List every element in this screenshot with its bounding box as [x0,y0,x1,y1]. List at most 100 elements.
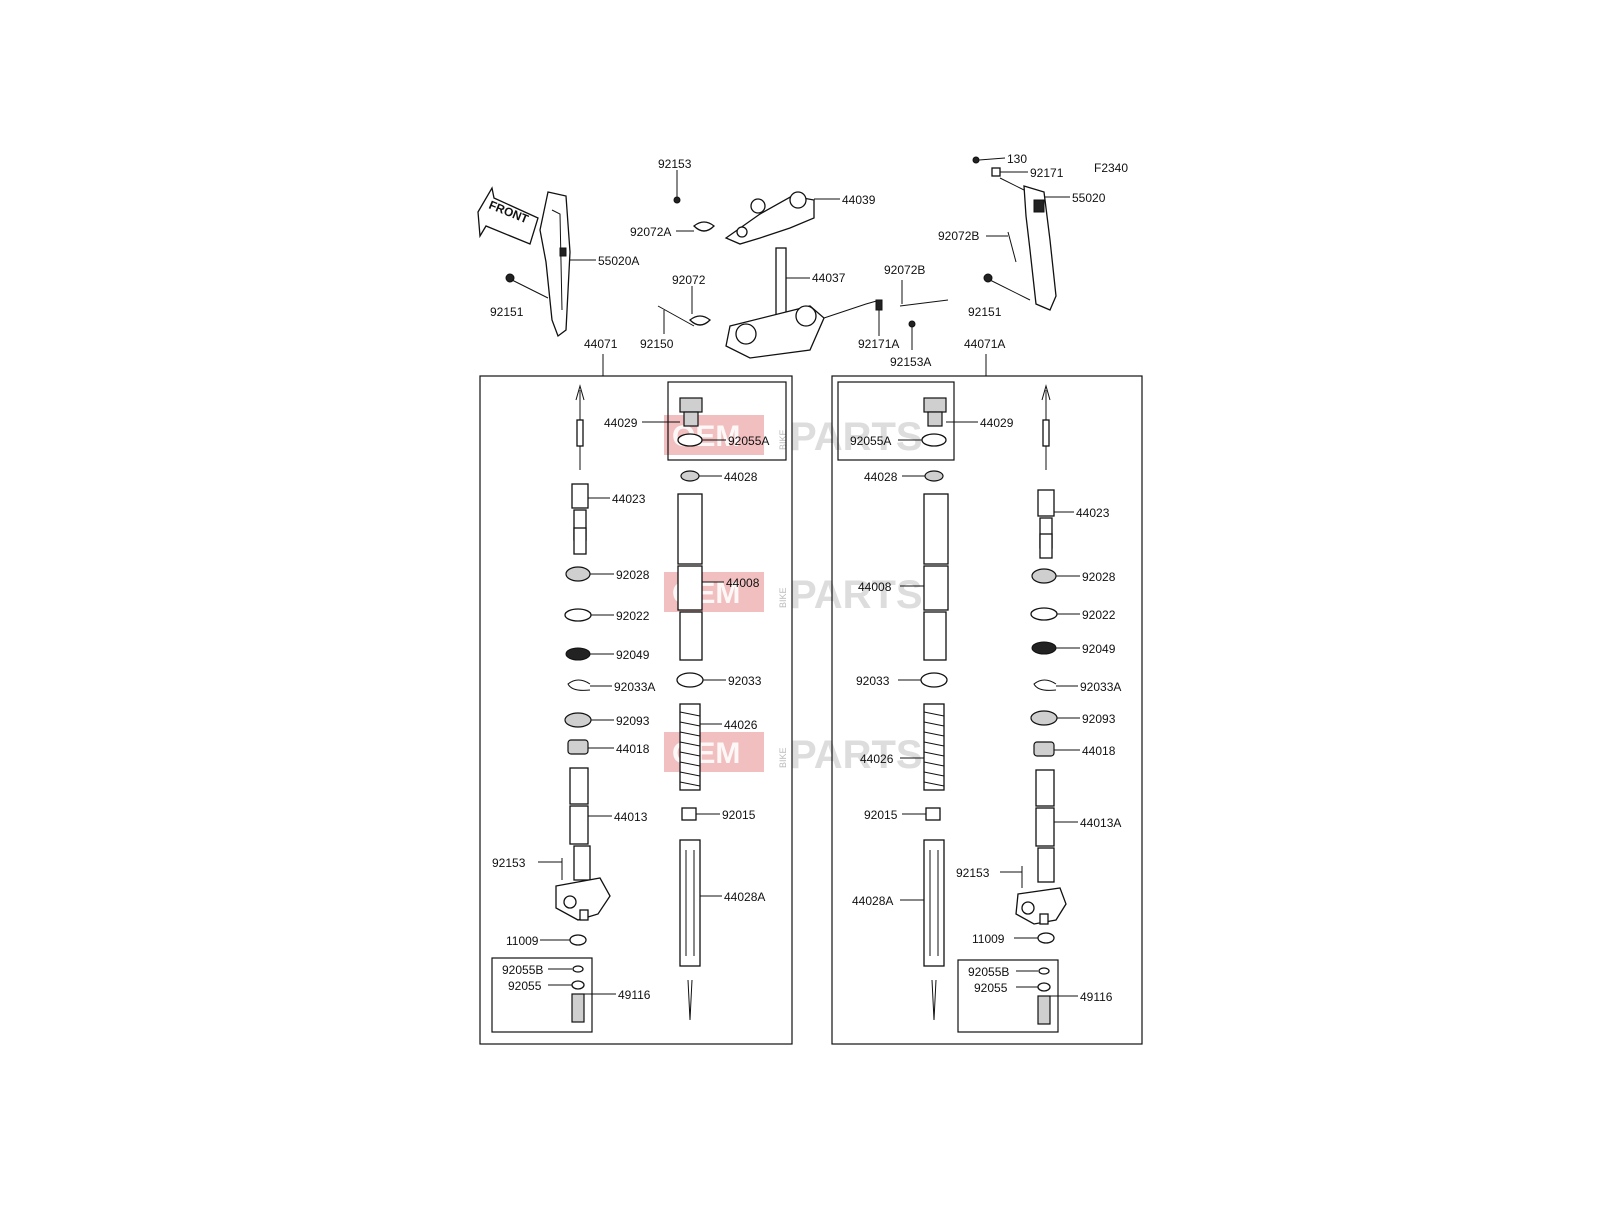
right-cap-subframe [837,381,955,461]
watermark-brand-side: BIKE [778,587,788,608]
right-spring-44026 [923,703,945,791]
label-l92153: 92153 [492,856,526,870]
seal-92049-icon [565,647,591,661]
label-l92022: 92022 [616,609,650,623]
label-l92055B: 92055B [502,963,543,977]
label-92150: 92150 [640,337,674,351]
cable-tie-icon [899,299,949,307]
label-r11009: 11009 [972,932,1005,946]
collar-44018-icon [1033,741,1055,757]
bolt-92150-icon [657,305,695,327]
left-fork-assembly-frame [479,375,793,1045]
o-ring-92033-icon [676,672,704,688]
label-92151-left: 92151 [490,305,524,319]
diagram-code: F2340 [1094,161,1128,175]
label-92072A: 92072A [630,225,671,239]
left-spring-44026 [679,703,701,791]
watermark-top: OEM BIKE PARTS [664,415,923,459]
clamp-icon [689,315,711,326]
left-damper-rod [571,384,589,555]
label-l44026: 44026 [724,718,758,732]
bolt-icon [972,156,980,164]
label-r92033A: 92033A [1080,680,1121,694]
watermark-brand-tail: PARTS [790,415,923,459]
label-l92033A: 92033A [614,680,655,694]
right-cartridge-44028A [923,839,945,1021]
bolt-icon [908,320,916,328]
spacer-44028-icon [924,470,944,482]
label-r44028: 44028 [864,470,898,484]
label-55020A: 55020A [598,254,639,268]
label-r44026: 44026 [860,752,894,766]
label-92171: 92171 [1030,166,1064,180]
watermark-brand-tail: PARTS [790,573,923,617]
hose-line [823,299,881,319]
label-l92028: 92028 [616,568,650,582]
label-44071: 44071 [584,337,618,351]
circlip-92033A-icon [567,679,591,691]
bushing-92028-icon [1031,568,1057,584]
nut-92015-icon [925,807,941,821]
o-ring-92055B-icon [1038,967,1050,975]
label-92072B-right: 92072B [938,229,979,243]
o-ring-92033-icon [920,672,948,688]
left-cartridge-44028A [679,839,701,1021]
label-l44029: 44029 [604,416,638,430]
right-damper-rod [1037,384,1055,559]
label-r92055A: 92055A [850,434,891,448]
label-l92033: 92033 [728,674,762,688]
label-r44013A: 44013A [1080,816,1121,830]
label-l92055A: 92055A [728,434,769,448]
bushing-92028-icon [565,566,591,582]
label-44071A: 44071A [964,337,1005,351]
label-130: 130 [1007,152,1027,166]
label-r92055B: 92055B [968,965,1009,979]
spacer-44028-icon [680,470,700,482]
label-l44028: 44028 [724,470,758,484]
front-arrow-icon: FRONT [477,186,539,245]
label-r44018: 44018 [1082,744,1116,758]
label-l49116: 49116 [618,988,651,1002]
label-r92049: 92049 [1082,642,1116,656]
watermark-brand-side: BIKE [778,429,788,450]
label-92153-top: 92153 [658,157,692,171]
label-l44008: 44008 [726,576,760,590]
o-ring-92055-icon [571,980,585,990]
label-92171A: 92171A [858,337,899,351]
left-inner-tube-44013 [569,767,591,881]
steering-stem [725,247,825,359]
cable-tie-icon [1007,231,1017,263]
washer-92022-icon [1030,607,1058,621]
o-ring-11009-icon [569,934,587,946]
right-axle-bracket [1015,887,1067,925]
dust-seal-92093-icon [564,712,592,728]
right-fork-assembly-frame [831,375,1143,1045]
watermark-mid: OEM BIKE PARTS [664,572,923,617]
label-r92033: 92033 [856,674,890,688]
label-r44023: 44023 [1076,506,1110,520]
upper-bracket [724,191,815,245]
circlip-92033A-icon [1033,679,1057,691]
dust-seal-92093-icon [1030,710,1058,726]
o-ring-92055-icon [1037,982,1051,992]
bolt-icon [673,196,681,204]
bolt-49116-icon [571,993,585,1023]
label-92072: 92072 [672,273,706,287]
nut-92015-icon [681,807,697,821]
clip-icon [875,299,883,311]
label-r44008: 44008 [858,580,892,594]
label-l92093: 92093 [616,714,650,728]
left-cap-bolt-44029 [679,397,703,427]
watermark-brand-side: BIKE [778,747,788,768]
right-outer-tube-44008 [923,493,949,661]
label-r92022: 92022 [1082,608,1116,622]
label-l92055: 92055 [508,979,542,993]
label-55020: 55020 [1072,191,1106,205]
label-l92049: 92049 [616,648,650,662]
label-44039: 44039 [842,193,876,207]
collar-44018-icon [567,739,589,755]
washer-92022-icon [564,608,592,622]
fork-guard-right [1023,185,1057,311]
